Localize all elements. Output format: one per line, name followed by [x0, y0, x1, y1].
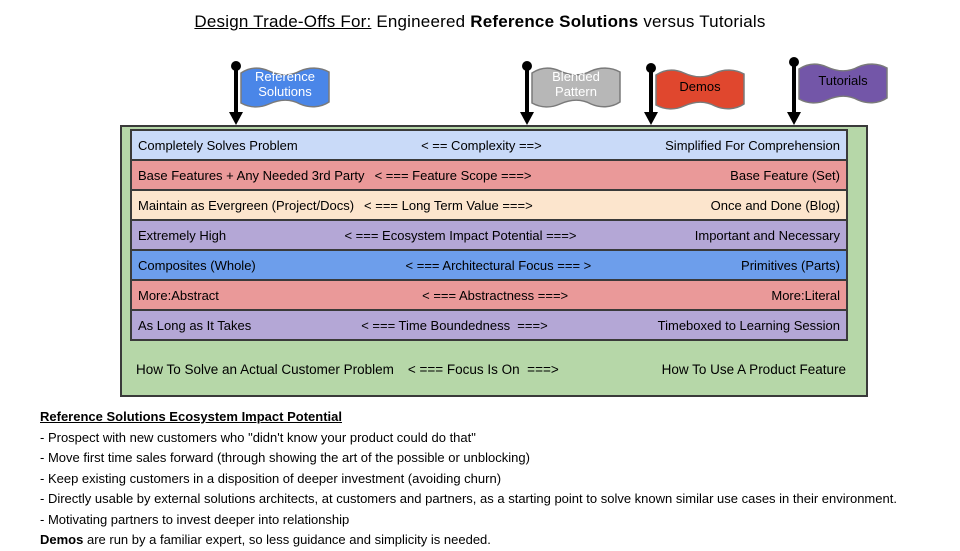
row-axis-label: < === Focus Is On ===> — [407, 361, 559, 377]
row-axis-label: < === Long Term Value ===> — [364, 197, 533, 213]
row-right-label: Once and Done (Blog) — [710, 197, 840, 213]
row-left-label: More:Abstract — [138, 287, 219, 303]
row-left-label: Completely Solves Problem — [138, 137, 298, 153]
row-axis-label: < === Abstractness ===> — [422, 287, 569, 303]
row-right-label: Base Feature (Set) — [730, 167, 840, 183]
flag-label: Blended Pattern — [552, 69, 600, 99]
table-row-architectural-focus: Composites (Whole) < === Architectural F… — [130, 249, 848, 281]
notes-heading: Reference Solutions Ecosystem Impact Pot… — [40, 409, 342, 424]
flag-label: Tutorials — [818, 72, 868, 88]
tradeoff-board: Completely Solves Problem < == Complexit… — [120, 125, 868, 397]
flag-label: Demos — [679, 78, 721, 94]
note-bullet: - Move first time sales forward (through… — [40, 450, 530, 465]
page-title: Design Trade-Offs For: Engineered Refere… — [0, 12, 960, 32]
row-left-label: How To Solve an Actual Customer Problem — [136, 361, 394, 377]
title-regular-part: Engineered — [371, 12, 471, 31]
flag-banner-icon — [655, 69, 745, 110]
flag-pole-arrow-icon — [787, 57, 801, 125]
note-bullet: - Directly usable by external solutions … — [40, 491, 897, 506]
flag-label: Reference Solutions — [255, 69, 315, 99]
title-bold-part: Reference Solutions — [470, 12, 639, 31]
table-row-focus-is-on: How To Solve an Actual Customer Problem … — [130, 345, 848, 393]
flag-reference-solutions: Reference Solutions — [229, 61, 333, 125]
flag-blended-pattern: Blended Pattern — [520, 61, 624, 125]
table-row-feature-scope: Base Features + Any Needed 3rd Party < =… — [130, 159, 848, 191]
row-right-label: Timeboxed to Learning Session — [657, 317, 840, 333]
flag-banner-icon — [798, 63, 888, 104]
flag-pole-arrow-icon — [520, 61, 534, 125]
note-demos-line: Demos are run by a familiar expert, so l… — [40, 530, 952, 551]
table-row-ecosystem-impact: Extremely High < === Ecosystem Impact Po… — [130, 219, 848, 251]
table-row-complexity: Completely Solves Problem < == Complexit… — [130, 129, 848, 161]
flag-banner-icon — [240, 67, 330, 108]
table-row-long-term-value: Maintain as Evergreen (Project/Docs) < =… — [130, 189, 848, 221]
row-left-label: Composites (Whole) — [138, 257, 256, 273]
title-suffix-part: versus Tutorials — [638, 12, 766, 31]
note-bullet: - Keep existing customers in a dispositi… — [40, 470, 502, 486]
flag-pole-arrow-icon — [644, 63, 658, 125]
row-left-label: Extremely High — [138, 227, 227, 243]
row-axis-label: < === Time Boundedness ===> — [361, 317, 548, 333]
row-left-label: As Long as It Takes — [138, 317, 252, 333]
row-axis-label: < === Architectural Focus === > — [405, 257, 592, 273]
table-row-abstractness: More:Abstract < === Abstractness ===> Mo… — [130, 279, 848, 311]
flag-tutorials: Tutorials — [787, 57, 891, 125]
row-right-label: Primitives (Parts) — [741, 257, 840, 273]
notes-section: Reference Solutions Ecosystem Impact Pot… — [40, 407, 952, 551]
row-right-label: How To Use A Product Feature — [661, 361, 846, 377]
row-axis-label: < === Feature Scope ===> — [374, 167, 532, 183]
flag-demos: Demos — [644, 63, 748, 125]
row-axis-label: < === Ecosystem Impact Potential ===> — [344, 227, 577, 243]
note-bullet: - Prospect with new customers who "didn'… — [40, 429, 476, 445]
flag-pole-arrow-icon — [229, 61, 243, 125]
table-row-time-boundedness: As Long as It Takes < === Time Boundedne… — [130, 309, 848, 341]
row-left-label: Maintain as Evergreen (Project/Docs) — [138, 197, 355, 213]
row-left-label: Base Features + Any Needed 3rd Party — [138, 167, 365, 183]
flag-banner-icon — [531, 67, 621, 108]
title-underlined-part: Design Trade-Offs For: — [194, 12, 372, 31]
row-right-label: Simplified For Comprehension — [665, 137, 840, 153]
note-bullet: - Motivating partners to invest deeper i… — [40, 511, 350, 527]
row-right-label: Important and Necessary — [694, 227, 840, 243]
row-right-label: More:Literal — [771, 287, 840, 303]
row-axis-label: < == Complexity ==> — [421, 137, 542, 153]
